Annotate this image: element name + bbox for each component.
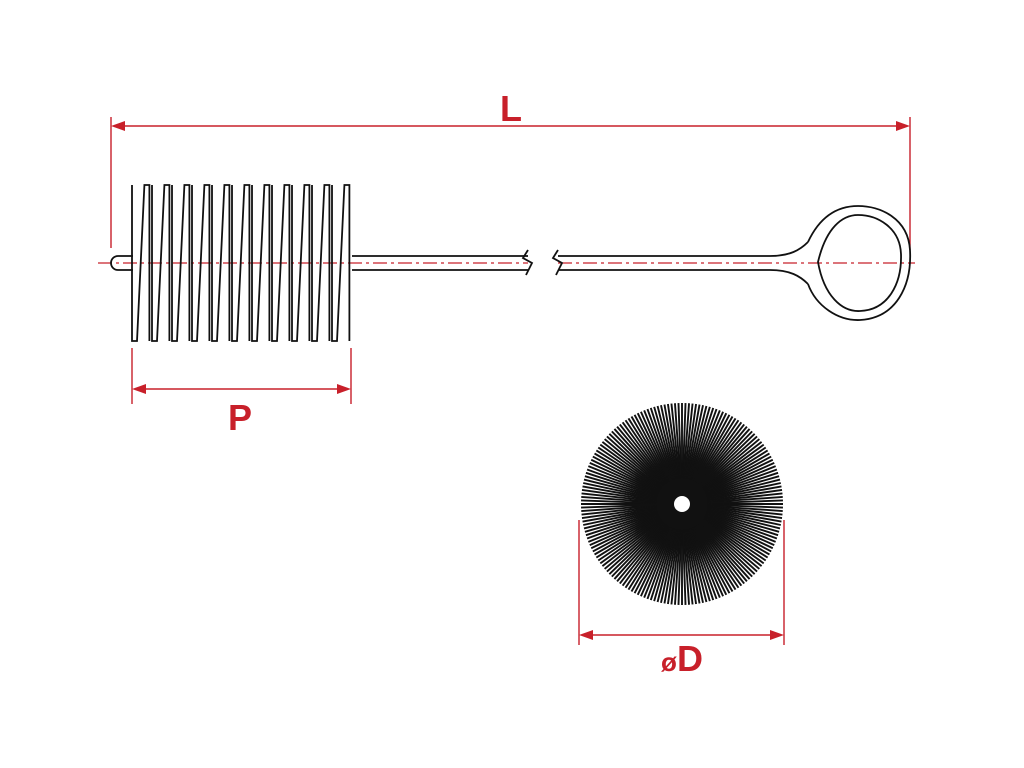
brush-stem [110, 241, 809, 285]
brush-arrow-right [337, 384, 351, 394]
handle-loop-outer [807, 205, 911, 321]
bristle-column [131, 184, 151, 342]
bristle-column [171, 184, 191, 342]
bristle-column [231, 184, 251, 342]
handle-loop [807, 205, 911, 321]
bristle-column [191, 184, 211, 342]
diameter-arrow-right [770, 630, 784, 640]
bristle-column [271, 184, 291, 342]
bristle-column [151, 184, 171, 342]
bristle-column [291, 184, 311, 342]
length-arrow-left [111, 121, 125, 131]
bristle-column [211, 184, 231, 342]
diameter-dimension: øD [578, 520, 785, 679]
diameter-symbol: ø [661, 647, 677, 677]
bristle-column [251, 184, 271, 342]
brush-length-label: P [228, 397, 252, 438]
center-hole [674, 496, 690, 512]
stem-upper-right [558, 241, 809, 257]
length-dimension: L [110, 88, 911, 250]
length-label: L [500, 88, 522, 129]
brush-head-side-view [131, 184, 351, 342]
diameter-label: D [677, 638, 703, 679]
diameter-label-group: øD [661, 638, 703, 679]
break-mark-left [521, 249, 534, 276]
length-arrow-right [896, 121, 910, 131]
stem-lower-right [558, 269, 809, 285]
stem-tip [110, 255, 133, 271]
handle-loop-inner [817, 214, 902, 312]
brush-arrow-left [132, 384, 146, 394]
break-mark-right [551, 249, 564, 276]
brush-front-view [581, 403, 783, 605]
bristle-column [311, 184, 331, 342]
brush-length-dimension: P [131, 348, 352, 438]
diameter-arrow-left [579, 630, 593, 640]
bristle-column [331, 184, 351, 342]
